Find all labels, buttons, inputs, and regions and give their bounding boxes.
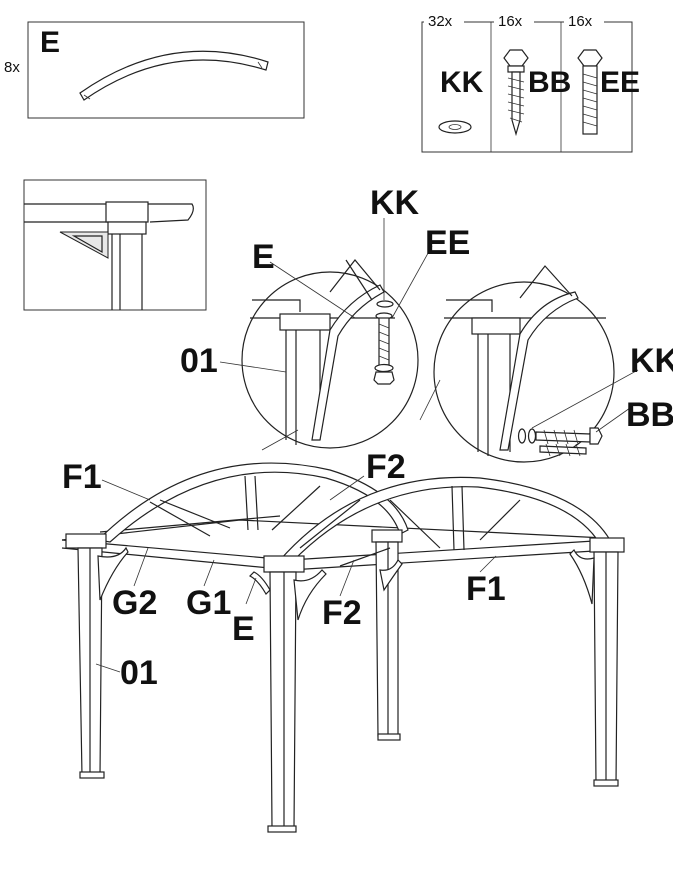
callout-kk-left: KK bbox=[370, 184, 420, 222]
hardware-panel: 32x 16x 16x KK BB EE bbox=[421, 12, 640, 153]
callout-g2: G2 bbox=[112, 584, 157, 622]
part-e-panel: 8x E bbox=[4, 21, 305, 119]
hardware-code-kk: KK bbox=[440, 66, 484, 99]
callout-f2-top: F2 bbox=[366, 448, 406, 486]
gazebo-frame bbox=[61, 462, 625, 833]
hardware-code-bb: BB bbox=[528, 66, 571, 99]
part-quantity: 8x bbox=[4, 59, 20, 76]
detail-circle-bolt bbox=[219, 218, 433, 449]
callout-kk-right: KK bbox=[630, 342, 673, 380]
bolt-icon bbox=[577, 49, 603, 135]
hardware-code-ee: EE bbox=[600, 66, 640, 99]
callout-e-detail: E bbox=[252, 238, 275, 276]
lag-screw-icon bbox=[503, 49, 529, 137]
callout-g1: G1 bbox=[186, 584, 231, 622]
callout-post-bottom: 01 bbox=[120, 654, 158, 692]
callout-f2-bottom: F2 bbox=[322, 594, 362, 632]
leader-lines bbox=[95, 475, 497, 673]
callout-post-detail: 01 bbox=[180, 342, 218, 380]
corner-inset bbox=[23, 179, 207, 311]
detail-circle-screw bbox=[261, 265, 639, 463]
callout-bb: BB bbox=[626, 396, 673, 434]
callout-f1-left: F1 bbox=[62, 458, 102, 496]
washer-icon bbox=[438, 120, 472, 134]
screw-assembly-icon bbox=[517, 427, 603, 457]
part-letter: E bbox=[40, 26, 60, 59]
hardware-quantity-kk: 32x bbox=[428, 13, 453, 30]
hardware-quantity-bb: 16x bbox=[498, 13, 523, 30]
callout-f1-right: F1 bbox=[466, 570, 506, 608]
bolt-assembly-icon bbox=[373, 300, 395, 385]
curved-brace-icon bbox=[79, 50, 269, 101]
callout-ee: EE bbox=[425, 224, 470, 262]
hardware-quantity-ee: 16x bbox=[568, 13, 593, 30]
callout-e-bottom: E bbox=[232, 610, 255, 648]
